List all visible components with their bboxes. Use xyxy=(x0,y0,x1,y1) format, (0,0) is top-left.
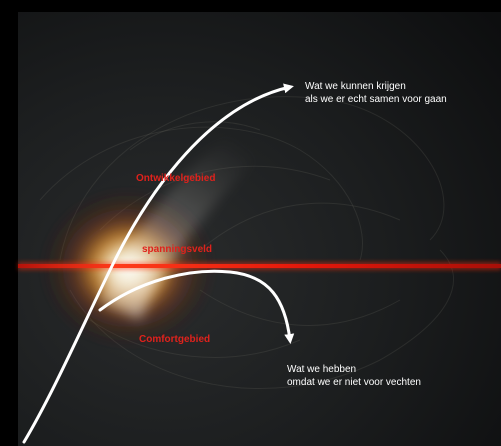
annotation-top-line1: Wat we kunnen krijgen xyxy=(305,81,406,92)
annotation-bottom: Wat we hebben omdat we er niet voor vech… xyxy=(287,363,421,389)
zone-label-development: Ontwikkelgebied xyxy=(136,173,216,184)
annotation-bottom-line1: Wat we hebben xyxy=(287,364,357,375)
arrow-down xyxy=(98,269,295,344)
zone-label-comfort: Comfortgebied xyxy=(139,334,211,345)
annotation-top-line2: als we er echt samen voor gaan xyxy=(305,94,447,105)
annotation-bottom-line2: omdat we er niet voor vechten xyxy=(287,377,421,388)
zone-label-tension: spanningsveld xyxy=(142,244,213,255)
tension-line xyxy=(18,264,501,268)
annotation-top: Wat we kunnen krijgen als we er echt sam… xyxy=(305,80,447,106)
arrow-up xyxy=(22,83,294,444)
